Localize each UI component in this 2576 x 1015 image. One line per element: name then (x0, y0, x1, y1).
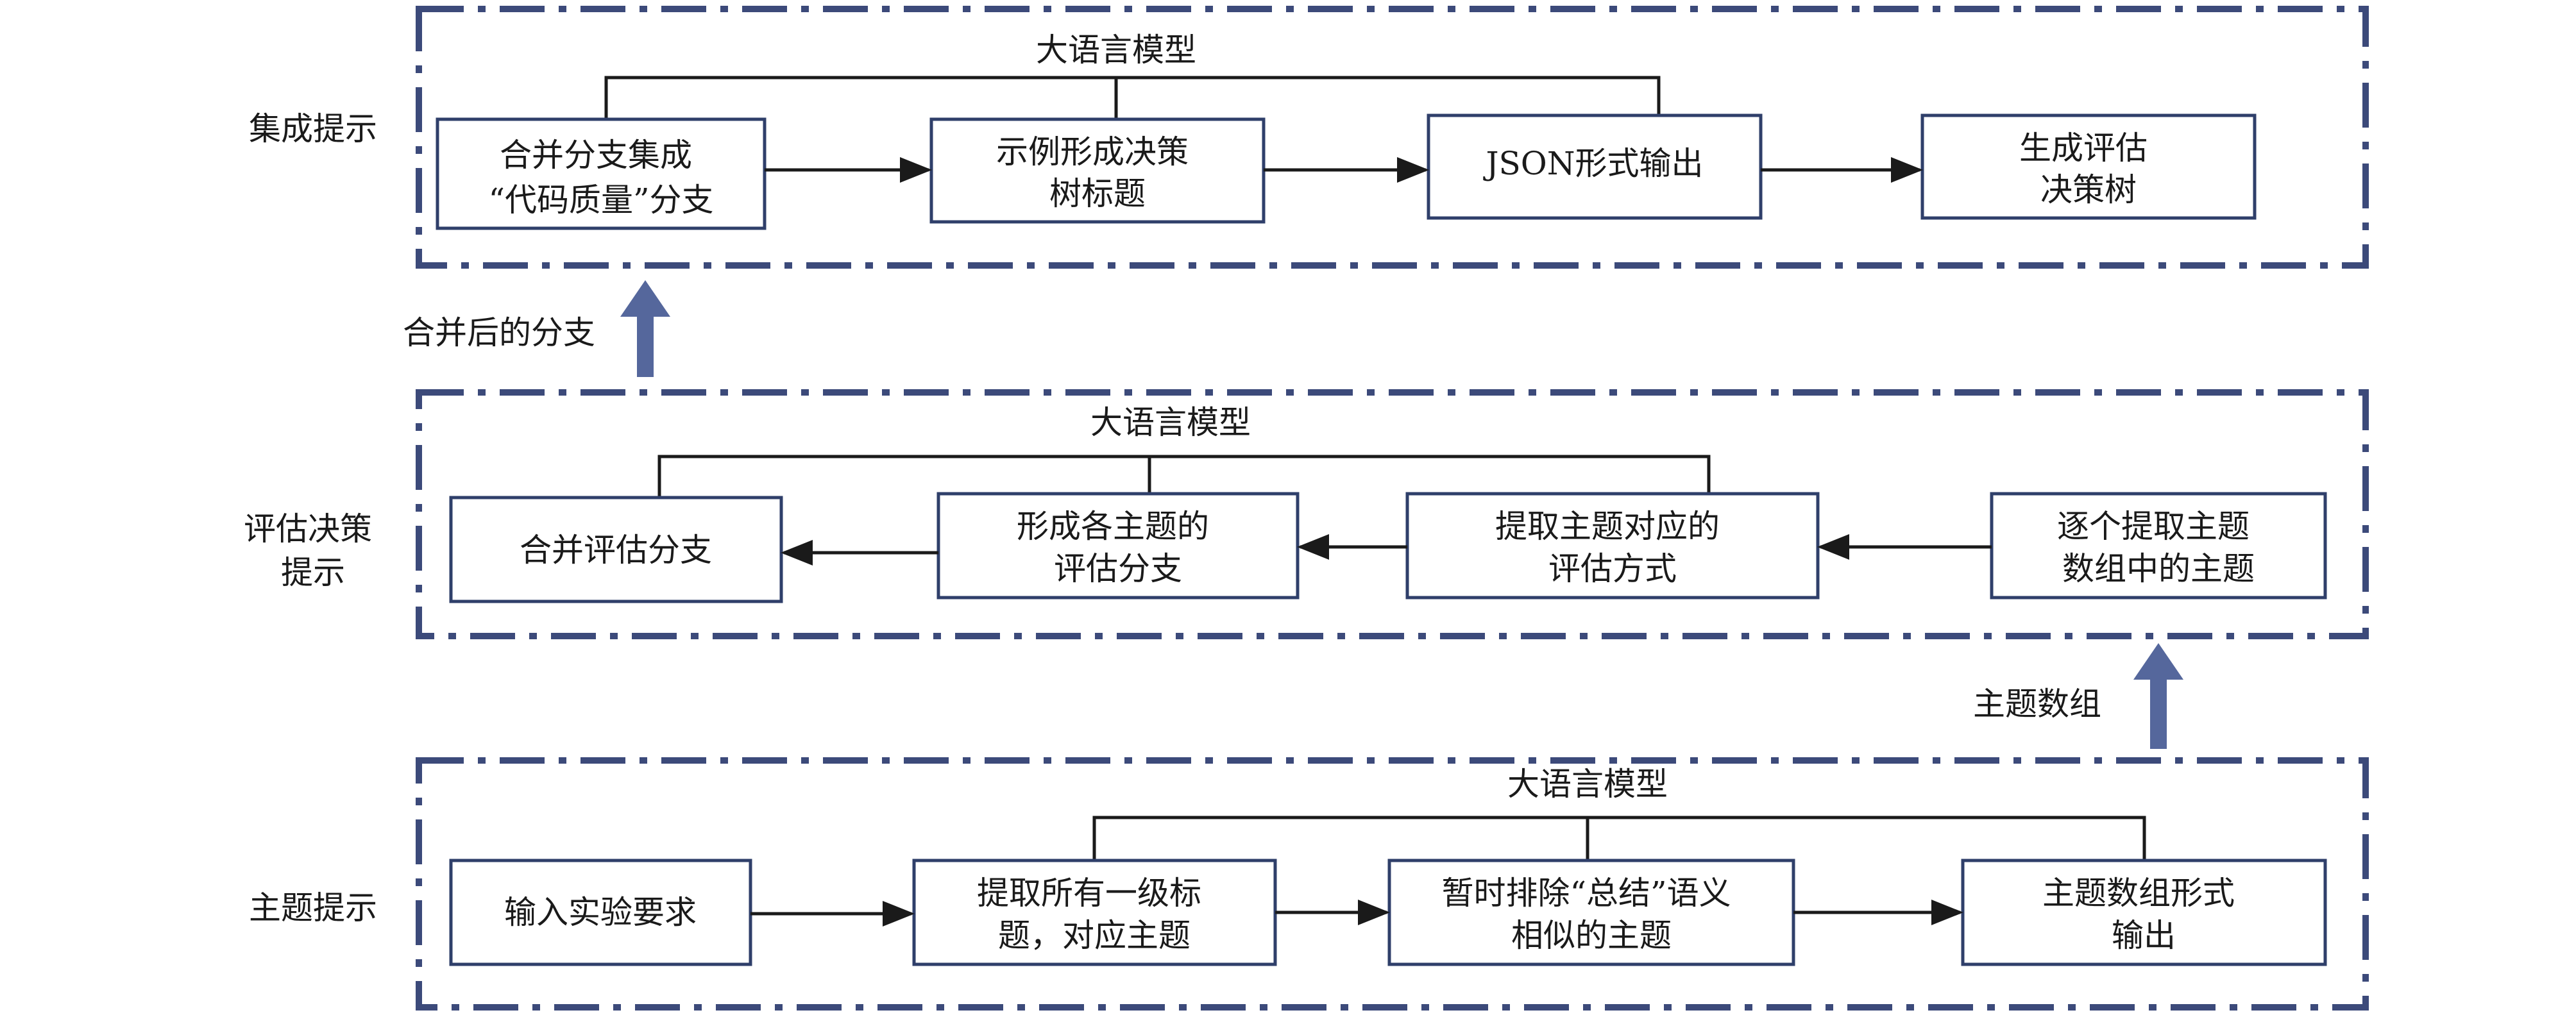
theme-step-4-box (1961, 859, 2327, 966)
theme-array-label: 主题数组 (1973, 685, 2101, 723)
theme-array-up-arrow (2133, 643, 2183, 749)
theme-step-3-box (1387, 859, 1795, 966)
theme-frame (416, 757, 2369, 1011)
evaluation-step-2-label: 形成各主题的 评估分支 (1017, 508, 1219, 587)
integration-model-label: 大语言模型 (1036, 31, 1196, 69)
integration-step-1-label: 合并分支集成 “代码质量”分支 (488, 137, 713, 219)
theme-model-label: 大语言模型 (1507, 766, 1668, 803)
evaluation-model-bracket (657, 455, 1711, 498)
merged-branch-up-arrow (620, 280, 670, 377)
integration-title: 集成提示 (249, 110, 377, 147)
evaluation-section: 评估决策 提示 大语言模型 合并评估分支 形成各主题的 评估分支 提取主题对应的… (244, 389, 2369, 639)
merged-branch-label: 合并后的分支 (403, 314, 595, 351)
integration-frame (416, 6, 2369, 269)
integration-step-2-box (929, 117, 1266, 224)
evaluation-step-4-label: 逐个提取主题 数组中的主题 (2057, 508, 2260, 587)
theme-section: 主题提示 大语言模型 输入实验要求 提取所有一级标 题，对应主题 暂时排除“总结… (249, 757, 2369, 1011)
integration-step-4-label: 生成评估 决策树 (2019, 130, 2158, 208)
evaluation-step-1-box (449, 496, 783, 603)
theme-model-bracket (1092, 816, 2146, 860)
integration-step-3-label: JSON形式输出 (1482, 145, 1703, 182)
integration-model-bracket (604, 76, 1661, 119)
integration-section: 集成提示 大语言模型 合并分支集成 “代码质量”分支 示例形成决策 树标题 JS… (249, 6, 2369, 269)
evaluation-model-label: 大语言模型 (1090, 404, 1251, 441)
evaluation-step-1-label: 合并评估分支 (520, 532, 712, 569)
theme-step-1-box (449, 859, 752, 966)
merged-branch-connector: 合并后的分支 (403, 280, 670, 377)
evaluation-title: 评估决策 提示 (244, 510, 382, 591)
evaluation-frame (416, 389, 2369, 639)
theme-step-2-box (912, 859, 1277, 966)
theme-step-2-label: 提取所有一级标 题，对应主题 (977, 875, 1212, 954)
integration-step-2-label: 示例形成决策 树标题 (996, 133, 1199, 212)
integration-step-1-box (436, 117, 767, 230)
theme-array-connector: 主题数组 (1973, 643, 2183, 749)
theme-title: 主题提示 (249, 889, 377, 927)
theme-step-4-label: 主题数组形式 输出 (2042, 875, 2245, 954)
theme-step-3-label: 暂时排除“总结”语义 相似的主题 (1441, 875, 1741, 954)
evaluation-step-3-label: 提取主题对应的 评估方式 (1495, 508, 1730, 587)
theme-step-1-label: 输入实验要求 (504, 894, 697, 931)
evaluation-step-4-box (1990, 492, 2327, 600)
